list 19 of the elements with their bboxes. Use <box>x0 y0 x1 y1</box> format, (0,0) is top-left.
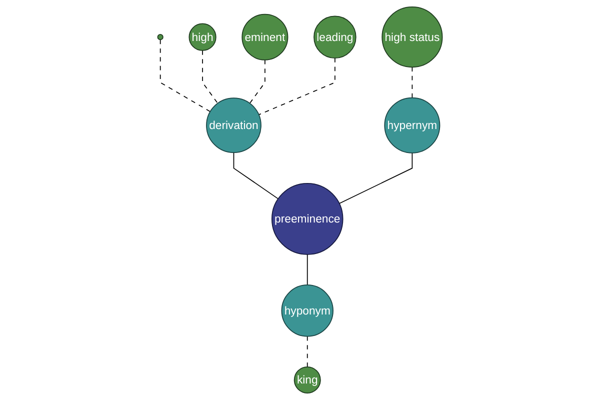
connector <box>412 66 413 98</box>
node-circle: leading <box>314 16 356 58</box>
connector <box>306 254 308 286</box>
connector <box>202 50 218 104</box>
node-circle: hypernym <box>384 97 440 154</box>
node-circle: derivation <box>206 98 262 154</box>
node-circle: high <box>188 23 216 51</box>
node-circle: high status <box>382 6 443 68</box>
connector <box>306 336 308 368</box>
node-circle: king <box>294 366 321 394</box>
node-circle <box>157 34 164 40</box>
connector <box>338 152 413 204</box>
node-circle: eminent <box>242 14 288 60</box>
connector <box>258 58 336 116</box>
connector <box>160 39 211 112</box>
node-circle: preeminence <box>271 183 344 255</box>
connector <box>233 152 279 200</box>
node-circle: hyponym <box>281 284 334 337</box>
connector <box>249 59 266 104</box>
